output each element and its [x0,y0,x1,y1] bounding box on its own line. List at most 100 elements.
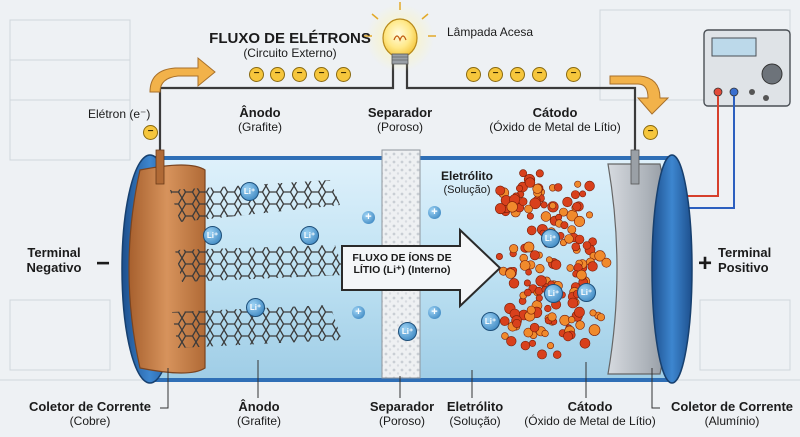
cathode-particle [528,339,536,347]
lithium-ion: Li⁺ [481,312,500,331]
ion-flow-line1: FLUXO DE ÍONS DE [352,252,452,264]
cathode-particle [549,202,557,210]
cathode-particle [579,337,591,349]
cathode-particle [545,256,553,264]
electron-icon: − [270,67,285,82]
cathode-particle [526,305,536,315]
cathode-particle [525,268,532,276]
cathode-particle [535,275,547,287]
collector-right-sub: (Alumínio) [704,413,760,428]
positive-terminal-line1: Terminal [718,245,772,260]
separator-upper-sub: (Poroso) [376,119,423,134]
collector-right-label: Coletor de Corrente (Alumínio) [668,399,796,429]
cathode-particle [585,211,593,219]
ion-flow-line2: LÍTIO (Li⁺) (Interno) [353,264,451,277]
ion-plus: + [428,306,441,319]
external-circuit-wire [158,62,637,160]
cathode-particle [494,203,506,215]
anode-upper-label: Ânodo (Grafite) [220,105,300,135]
collector-left-sub: (Cobre) [69,413,111,428]
graphite-anode-layers [170,180,345,348]
ion-plus: + [428,206,441,219]
cathode-particle [529,250,540,261]
ion-plus: + [352,306,365,319]
cathode-particle [567,225,577,234]
collector-right-title: Coletor de Corrente [670,399,794,414]
ion-flow-label: FLUXO DE ÍONS DE LÍTIO (Li⁺) (Interno) [346,252,458,276]
cathode-particle [541,329,549,338]
cathode-particle [523,279,531,287]
separator-upper-title: Separador [367,105,433,120]
electron-icon: − [532,67,547,82]
electron-label: Elétron (e⁻) [88,107,151,121]
electrolyte-bottom-sub: (Solução) [449,413,501,428]
cathode-particle [544,304,552,313]
cathode-particle [509,244,519,254]
cathode-particle [512,318,522,328]
cathode-particle [575,320,585,330]
cathode-particle [574,180,582,188]
cathode-particle [523,288,532,297]
anode-bottom-sub: (Grafite) [236,413,281,428]
electron-icon: − [643,125,658,140]
electron-flow-label: FLUXO DE ELÉTRONS (Circuito Externo) [200,30,380,61]
electron-icon: − [292,67,307,82]
electron-flow-title: FLUXO DE ELÉTRONS [209,30,371,47]
electron-icon: − [566,67,581,82]
positive-sign: + [698,250,713,277]
cathode-particle [515,184,523,192]
electrolyte-bottom-title: Eletrólito [446,399,504,414]
cathode-particle [574,234,585,245]
cathode-particle [499,316,510,326]
lithium-ion: Li⁺ [246,298,265,317]
positive-terminal-label: Terminal Positivo [718,245,788,276]
cathode-particle [519,169,527,178]
lithium-ion: Li⁺ [577,283,596,302]
electron-flow-subtitle: (Circuito Externo) [243,46,337,61]
cathode-particle [573,215,585,227]
electron-icon: − [466,67,481,82]
electrolyte-inner-label: Eletrólito (Solução) [432,169,502,196]
cathode-particle [532,183,543,194]
separator-bottom-label: Separador (Poroso) [357,399,447,429]
cathode-particle [506,336,517,347]
cathode-particle [495,185,506,196]
cathode-particle [501,332,509,340]
positive-terminal-line2: Positivo [718,259,769,275]
cathode-particle [534,286,544,296]
cathode-particle [524,177,536,188]
cathode-particle [537,349,547,360]
anode-upper-title: Ânodo [239,105,281,120]
electron-icon: − [510,67,525,82]
cathode-upper-title: Cátodo [532,105,578,120]
cathode-particle [505,268,516,279]
lithium-ion: Li⁺ [203,226,222,245]
cathode-particle [560,221,569,230]
cathode-particle [540,201,548,209]
cathode-upper-sub: (Óxido de Metal de Lítio) [489,119,621,134]
electrolyte-inner-title: Eletrólito [440,169,493,183]
negative-terminal-label: Terminal Negativo [14,245,94,276]
negative-terminal-line2: Negativo [26,259,82,275]
lamp-bulb-icon [364,2,436,72]
separator-bottom-title: Separador [369,399,435,414]
cathode-particle [523,327,534,338]
cathode-particle [535,294,543,302]
electron-flow-arrow-left [149,56,216,93]
meter-device-icon [703,29,791,107]
cathode-bottom-title: Cátodo [567,399,613,414]
cathode-particle [589,309,597,317]
lithium-ion: Li⁺ [541,229,560,248]
electrolyte-bottom-label: Eletrólito (Solução) [440,399,510,429]
cathode-particle [495,253,503,261]
ion-plus: + [362,211,375,224]
lithium-ion: Li⁺ [240,182,259,201]
cathode-particle [567,316,576,324]
electron-icon: − [488,67,503,82]
anode-bottom-label: Ânodo (Grafite) [219,399,299,429]
cathode-particle [567,297,579,309]
cathode-particle [524,204,533,214]
cathode-particle [566,264,574,272]
cathode-particle [529,197,541,210]
